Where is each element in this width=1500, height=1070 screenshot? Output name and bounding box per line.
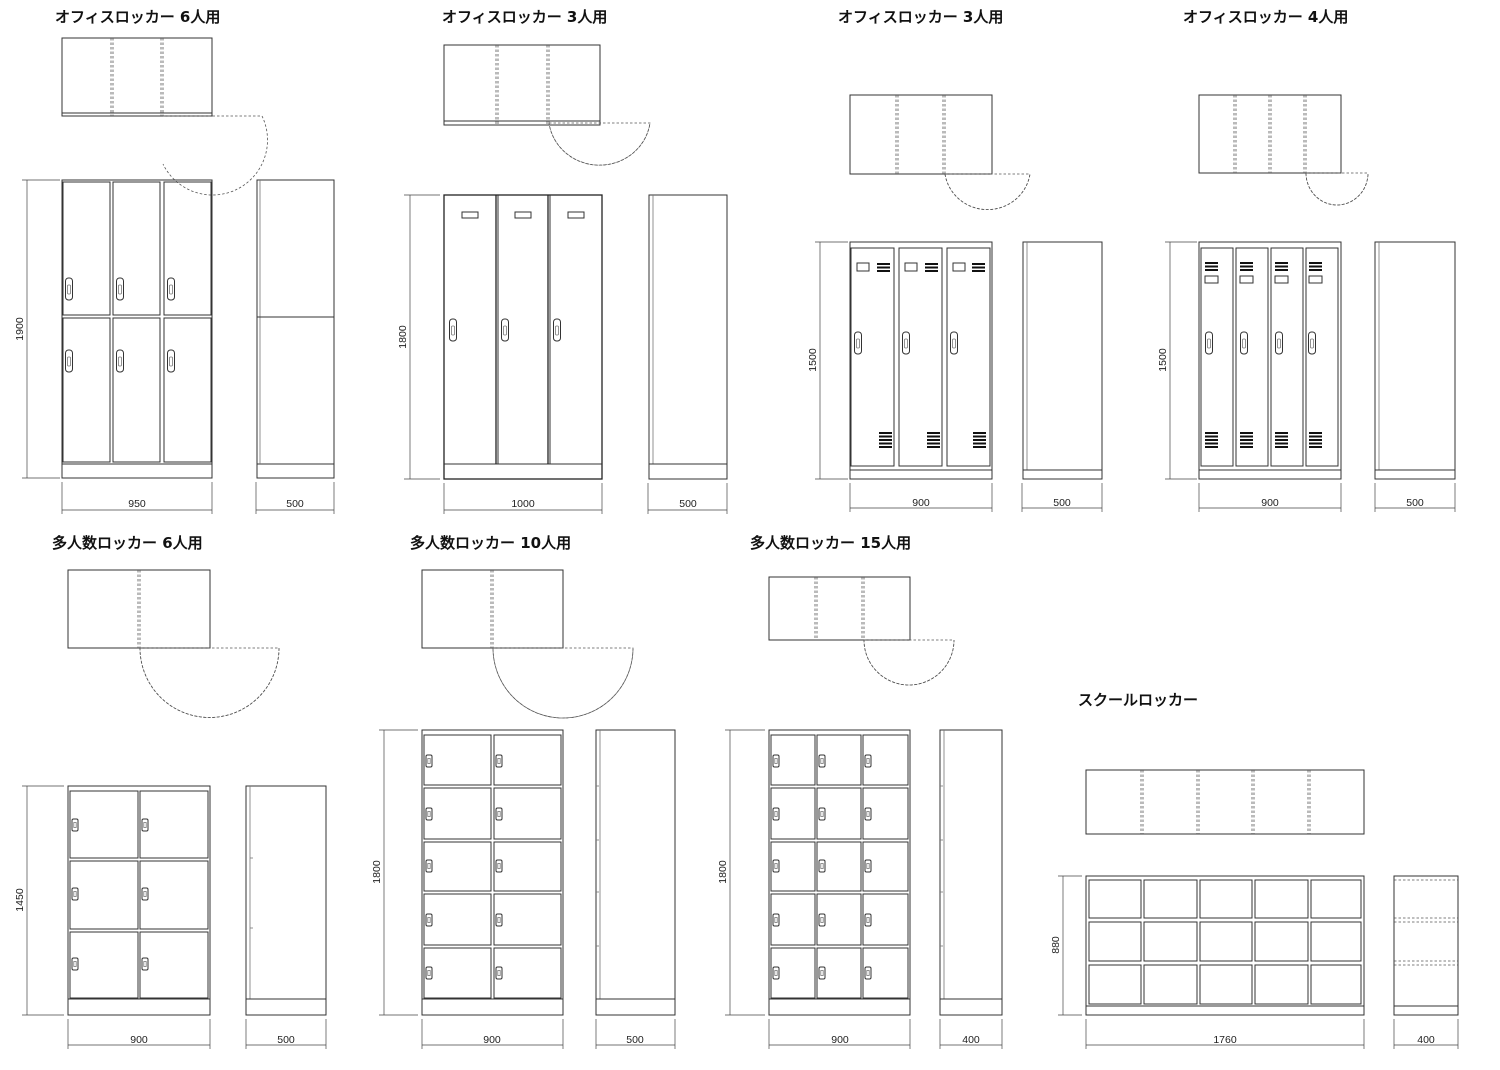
locker-office3a: オフィスロッカー 3人用 1000 500 1800 — [397, 8, 728, 514]
front-view — [443, 194, 603, 480]
depth-dimension: 500 — [277, 1034, 295, 1046]
height-dimension: 1500 — [1157, 348, 1169, 372]
side-view — [648, 194, 728, 480]
plan-view — [768, 576, 955, 686]
locker-title: 多人数ロッカー 6人用 — [52, 534, 203, 552]
front-view — [768, 729, 911, 1016]
side-view — [1374, 241, 1456, 480]
dimension-lines — [379, 729, 676, 1049]
front-view — [421, 729, 564, 1016]
locker-office6: オフィスロッカー 6人用 950 500 1900 — [14, 8, 335, 514]
front-view — [67, 785, 211, 1016]
width-dimension: 900 — [1261, 497, 1279, 509]
depth-dimension: 500 — [626, 1034, 644, 1046]
dimension-lines — [404, 194, 728, 514]
height-dimension: 1500 — [807, 348, 819, 372]
dimension-lines — [22, 785, 327, 1049]
width-dimension: 1760 — [1213, 1034, 1237, 1046]
locker-title: 多人数ロッカー 10人用 — [410, 534, 571, 552]
locker-title: オフィスロッカー 6人用 — [55, 8, 220, 26]
depth-dimension: 500 — [1406, 497, 1424, 509]
dimension-lines — [815, 241, 1103, 512]
side-view — [1022, 241, 1103, 480]
plan-view — [61, 37, 268, 196]
front-view — [1198, 241, 1342, 480]
locker-title: 多人数ロッカー 15人用 — [750, 534, 911, 552]
locker-title: オフィスロッカー 3人用 — [838, 8, 1003, 26]
locker-multi15: 多人数ロッカー 15人用 900 400 1800 — [717, 534, 1003, 1049]
plan-view — [1085, 769, 1365, 835]
locker-office3b: オフィスロッカー 3人用 900 500 1500 — [807, 8, 1103, 512]
locker-multi10: 多人数ロッカー 10人用 900 500 1800 — [371, 534, 676, 1049]
width-dimension: 900 — [130, 1034, 148, 1046]
side-view — [1393, 875, 1459, 1016]
height-dimension: 1900 — [14, 317, 26, 341]
front-view — [61, 179, 213, 479]
locker-title: オフィスロッカー 3人用 — [442, 8, 607, 26]
depth-dimension: 500 — [679, 498, 697, 510]
depth-dimension: 400 — [1417, 1034, 1435, 1046]
height-dimension: 1800 — [397, 325, 409, 349]
height-dimension: 1450 — [14, 888, 26, 912]
plan-view — [67, 569, 280, 718]
width-dimension: 950 — [128, 498, 146, 510]
front-view — [1085, 875, 1365, 1016]
depth-dimension: 500 — [1053, 497, 1071, 509]
height-dimension: 1800 — [717, 860, 729, 884]
dimension-lines — [1058, 875, 1459, 1049]
height-dimension: 880 — [1050, 936, 1062, 954]
width-dimension: 900 — [912, 497, 930, 509]
height-dimension: 1800 — [371, 860, 383, 884]
locker-title: スクールロッカー — [1078, 691, 1198, 709]
locker-office4: オフィスロッカー 4人用 900 500 1500 — [1157, 8, 1456, 512]
depth-dimension: 400 — [962, 1034, 980, 1046]
depth-dimension: 500 — [286, 498, 304, 510]
locker-multi6: 多人数ロッカー 6人用 900 500 1450 — [14, 534, 327, 1049]
dimension-lines — [1165, 241, 1456, 512]
side-view — [256, 179, 335, 479]
plan-view — [443, 44, 651, 166]
plan-view — [1198, 94, 1369, 206]
width-dimension: 1000 — [511, 498, 535, 510]
dimension-lines — [725, 729, 1003, 1049]
side-view — [595, 729, 676, 1016]
locker-title: オフィスロッカー 4人用 — [1183, 8, 1348, 26]
front-view — [849, 241, 993, 480]
side-view — [939, 729, 1003, 1016]
plan-view — [849, 94, 1031, 210]
width-dimension: 900 — [483, 1034, 501, 1046]
plan-view — [421, 569, 634, 719]
dimension-lines — [22, 179, 335, 514]
side-view — [245, 785, 327, 1016]
locker-school: スクールロッカー 1760 400 880 — [1050, 691, 1459, 1049]
width-dimension: 900 — [831, 1034, 849, 1046]
